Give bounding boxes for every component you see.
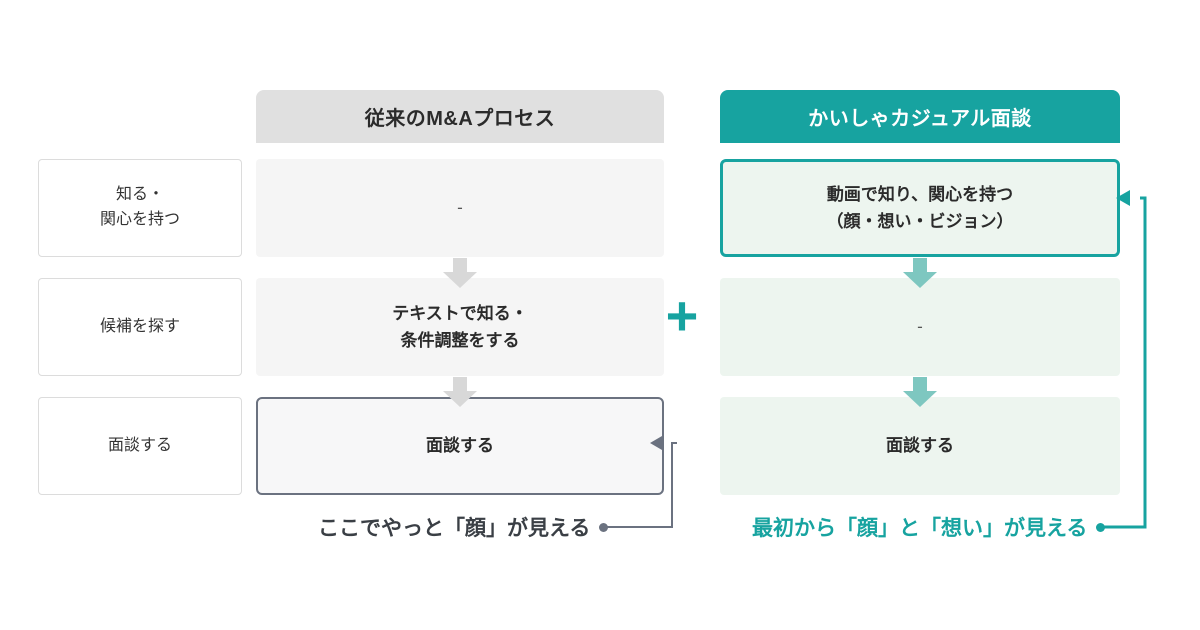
stage-label-awareness: 知る・関心を持つ (38, 159, 242, 257)
stage-label-interview: 面談する (38, 397, 242, 495)
new-cell-search: - (720, 278, 1120, 376)
column-header-new: かいしゃカジュアル面談 (720, 90, 1120, 143)
flow-arrow-down-icon (443, 377, 477, 407)
annotation-new-text: 最初から「顔」と「想い」が見える (752, 517, 1088, 540)
flow-arrow-down-icon (443, 258, 477, 288)
new-cell-interview: 面談する (720, 397, 1120, 495)
plus-icon: + (665, 284, 699, 347)
annotation-new: 最初から「顔」と「想い」が見える (752, 512, 1106, 542)
flow-arrow-down-icon (903, 258, 937, 288)
legacy-cell-search: テキストで知る・条件調整をする (256, 278, 664, 376)
stage-label-search: 候補を探す (38, 278, 242, 376)
annotation-new-dot-icon (1096, 522, 1106, 532)
annotation-legacy-text: ここでやっと「顔」が見える (318, 517, 591, 540)
flow-arrow-down-icon (903, 377, 937, 407)
annotation-legacy-dot-icon (599, 522, 609, 532)
new-cell-awareness: 動画で知り、関心を持つ（顔・想い・ビジョン） (720, 159, 1120, 257)
legacy-cell-awareness: - (256, 159, 664, 257)
annotation-legacy: ここでやっと「顔」が見える (318, 512, 609, 542)
legacy-cell-interview: 面談する (256, 397, 664, 495)
column-header-legacy: 従来のM&Aプロセス (256, 90, 664, 143)
